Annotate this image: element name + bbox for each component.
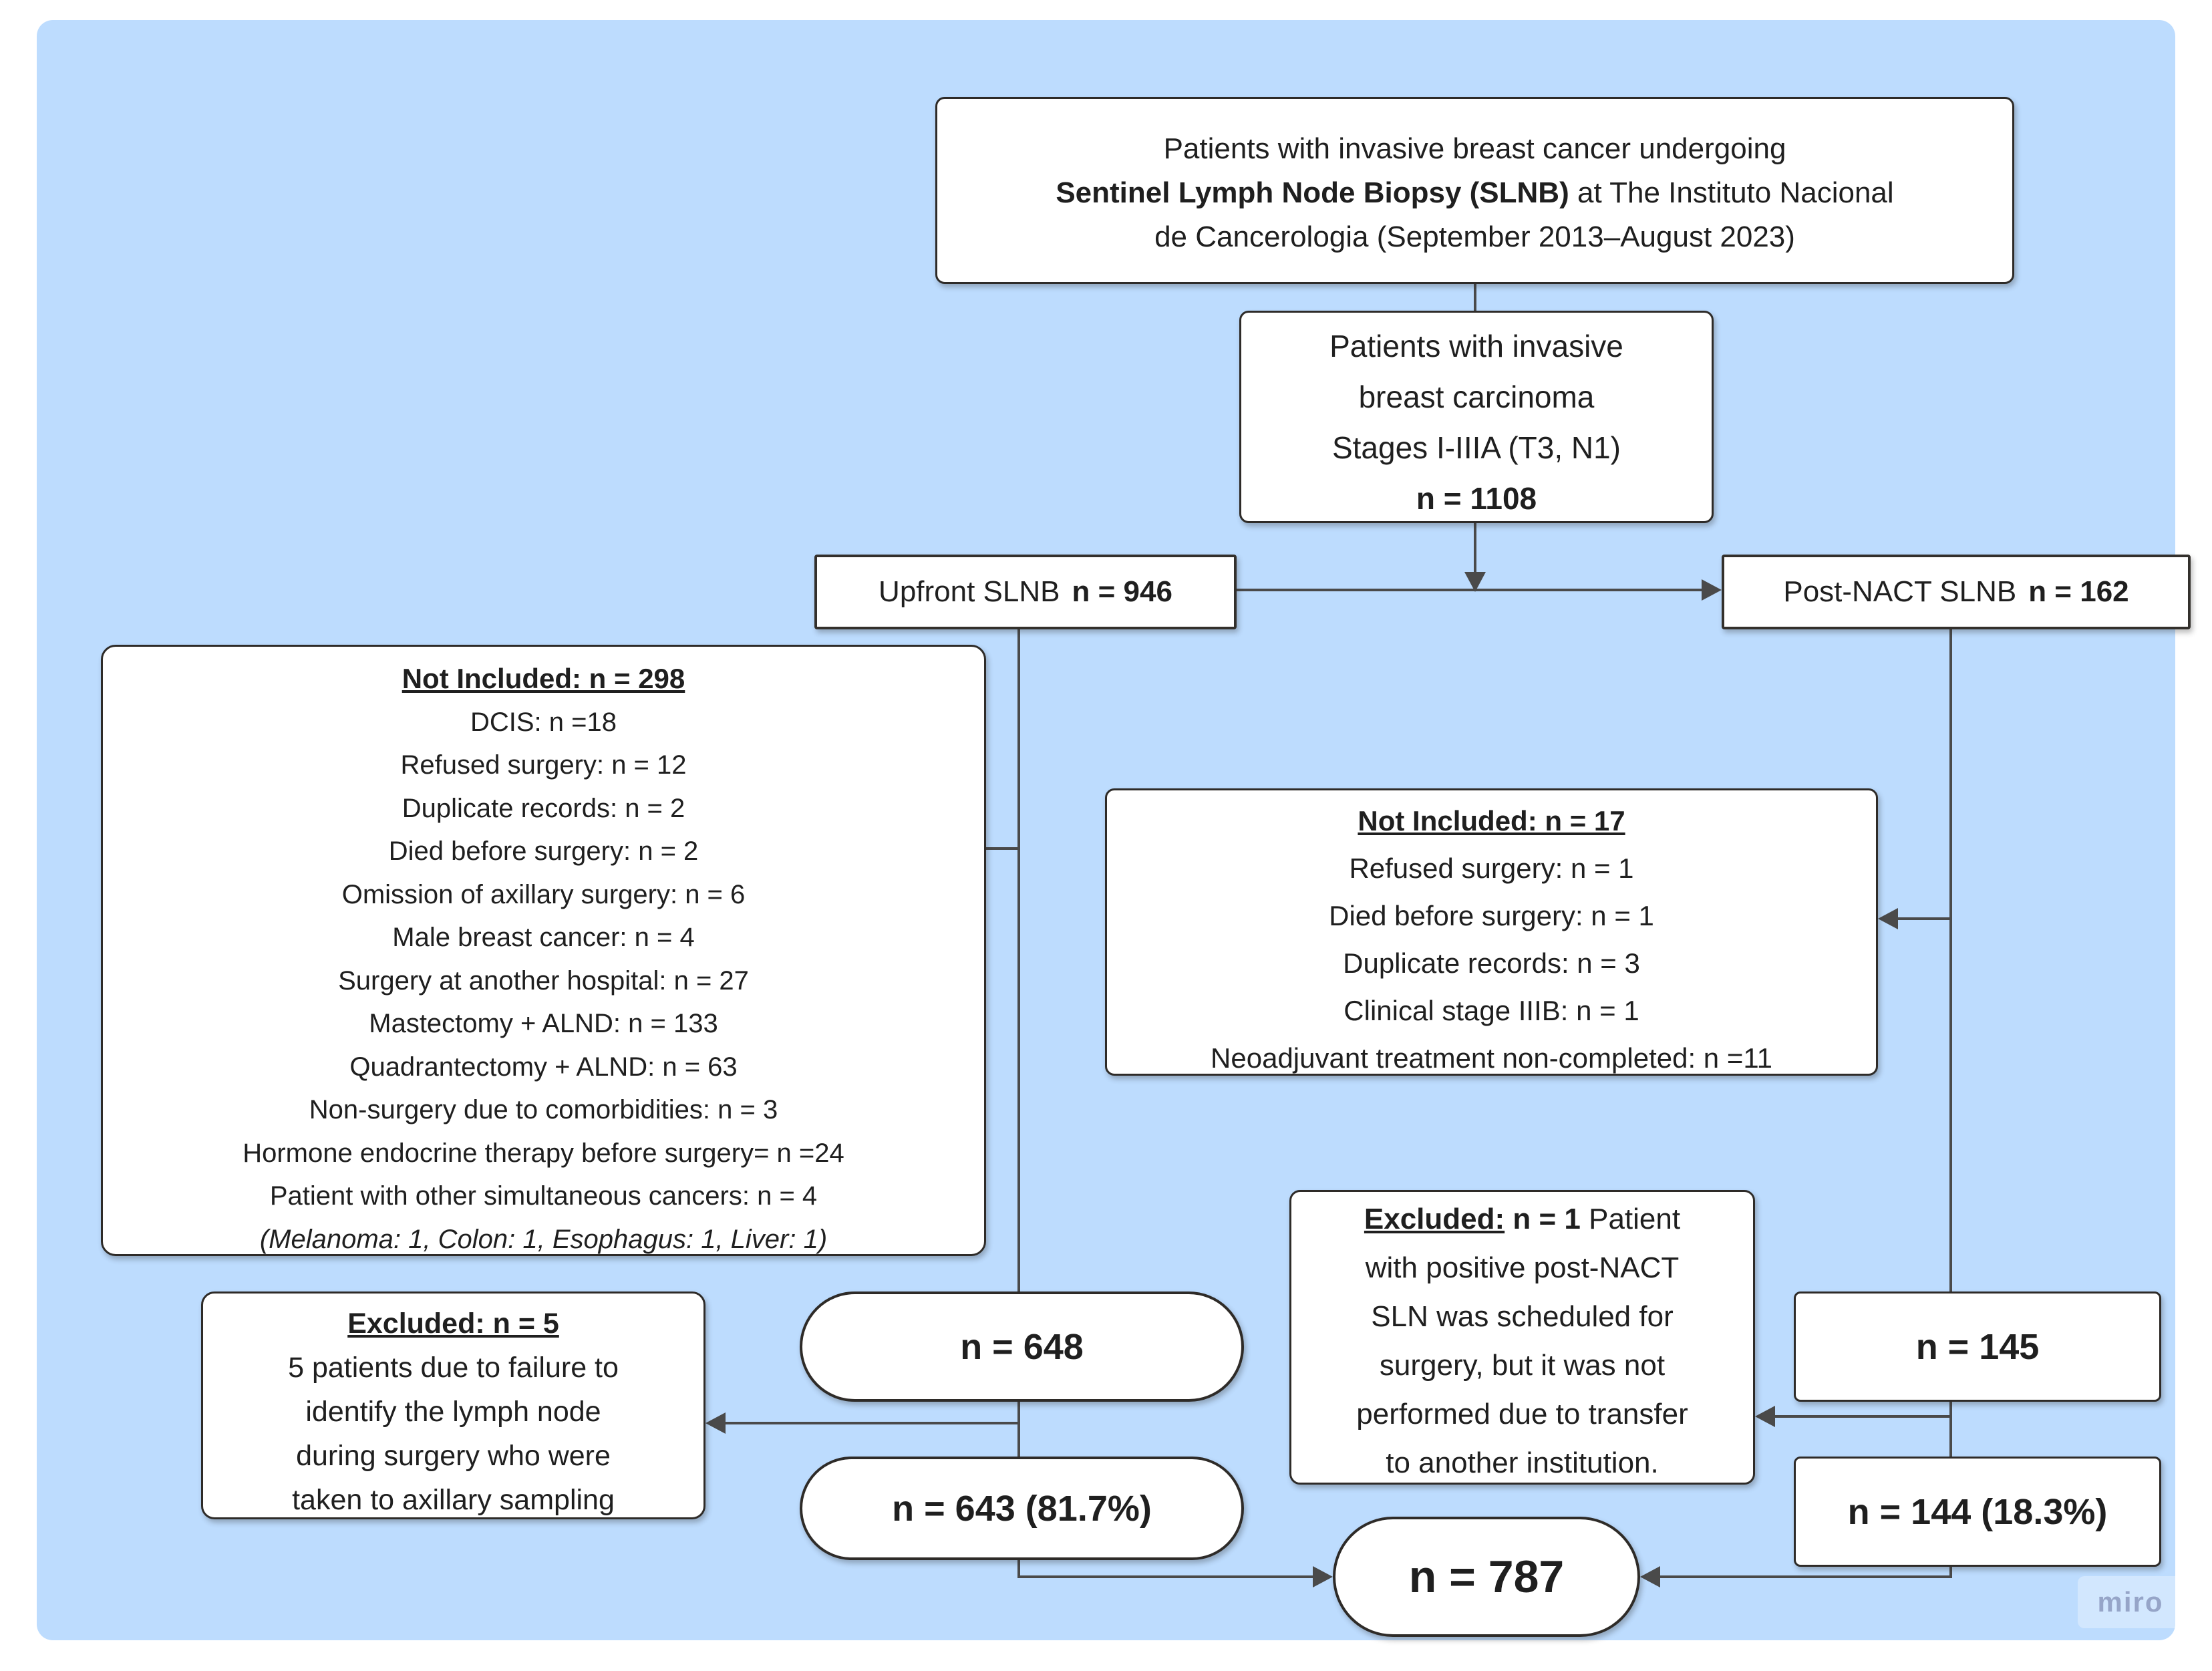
node-cohort[interactable]: Patients with invasive breast carcinoma …: [1239, 311, 1714, 523]
list-item: Clinical stage IIIB: n = 1: [1344, 995, 1639, 1026]
cohort-line2: breast carcinoma: [1358, 379, 1595, 414]
node-upfront-slnb[interactable]: Upfront SLNB n = 946: [814, 555, 1237, 629]
arrowhead-into-notincluded17-icon: [1878, 908, 1898, 929]
connector-upfront-down: [1017, 629, 1020, 1292]
connector-postnact-down: [1949, 629, 1952, 1292]
excluded-1-line: to another institution.: [1386, 1447, 1659, 1479]
population-line2-rest: at The Instituto Nacional: [1569, 176, 1894, 209]
list-item: Omission of axillary surgery: n = 6: [341, 879, 746, 909]
excluded-5-line: during surgery who were: [296, 1440, 611, 1472]
list-item: DCIS: n =18: [470, 707, 617, 737]
list-item: Refused surgery: n = 1: [1349, 853, 1634, 884]
cohort-line3: Stages I-IIIA (T3, N1): [1331, 430, 1621, 465]
arrowhead-into-postnact-icon: [1702, 579, 1722, 601]
miro-canvas: Patients with invasive breast cancer und…: [37, 20, 2191, 1640]
upfront-label: Upfront SLNB: [879, 575, 1060, 608]
node-postnact-slnb[interactable]: Post-NACT SLNB n = 162: [1722, 555, 2191, 629]
cohort-count: n = 1108: [1416, 481, 1537, 516]
connector-excluded5-branch: [722, 1422, 1019, 1424]
arrowhead-right-into-total-icon: [1640, 1566, 1660, 1587]
excluded-1-line1: Excluded: n = 1 Patient: [1364, 1203, 1681, 1235]
excluded-5-line: taken to axillary sampling: [292, 1484, 615, 1516]
connector-split-horizontal: [1237, 589, 1704, 591]
population-line1: Patients with invasive breast cancer und…: [1163, 132, 1786, 165]
connector-n643-down: [1017, 1560, 1020, 1578]
excluded-5-line: 5 patients due to failure to: [288, 1352, 619, 1384]
list-item: Neoadjuvant treatment non-completed: n =…: [1211, 1042, 1772, 1074]
population-line2: Sentinel Lymph Node Biopsy (SLNB) at The…: [937, 171, 2012, 215]
connector-excluded1-branch: [1771, 1415, 1951, 1418]
connector-right-into-total: [1657, 1575, 1951, 1578]
list-item: Died before surgery: n = 1: [1329, 900, 1654, 931]
not-included-298-header: Not Included: n = 298: [402, 663, 685, 694]
list-item: Hormone endocrine therapy before surgery…: [243, 1138, 844, 1168]
list-item: Duplicate records: n = 2: [402, 793, 685, 823]
connector-notincluded298-link: [986, 847, 1019, 850]
node-not-included-298[interactable]: Not Included: n = 298 DCIS: n =18 Refuse…: [101, 645, 986, 1256]
connector-n648-to-n643: [1017, 1402, 1020, 1457]
cohort-line1: Patients with invasive: [1329, 329, 1623, 363]
excluded-1-line: with positive post-NACT: [1365, 1251, 1680, 1284]
connector-n145-to-n144: [1949, 1402, 1952, 1457]
arrowhead-into-excluded1-icon: [1755, 1406, 1775, 1427]
postnact-label: Post-NACT SLNB: [1783, 575, 2017, 608]
not-included-298-footnote: (Melanoma: 1, Colon: 1, Esophagus: 1, Li…: [259, 1224, 828, 1254]
list-item: Duplicate records: n = 3: [1343, 947, 1640, 979]
list-item: Quadrantectomy + ALND: n = 63: [349, 1052, 738, 1082]
excluded-1-line: surgery, but it was not: [1379, 1349, 1666, 1382]
arrowhead-into-excluded5-icon: [705, 1412, 726, 1434]
connector-left-into-total: [1019, 1575, 1315, 1578]
node-excluded-5[interactable]: Excluded: n = 5 5 patients due to failur…: [201, 1292, 705, 1519]
population-line3: de Cancerologia (September 2013–August 2…: [1154, 220, 1795, 253]
list-item: Surgery at another hospital: n = 27: [338, 965, 749, 996]
node-population[interactable]: Patients with invasive breast cancer und…: [935, 97, 2014, 284]
list-item: Male breast cancer: n = 4: [392, 923, 695, 952]
count-787-label: n = 787: [1408, 1551, 1565, 1602]
connector-top-to-cohort: [1474, 284, 1476, 311]
count-144-label: n = 144 (18.3%): [1847, 1491, 2108, 1532]
node-not-included-17[interactable]: Not Included: n = 17 Refused surgery: n …: [1105, 788, 1878, 1076]
excluded-1-line: SLN was scheduled for: [1371, 1300, 1674, 1333]
node-count-145[interactable]: n = 145: [1794, 1292, 2161, 1402]
node-count-144[interactable]: n = 144 (18.3%): [1794, 1457, 2161, 1567]
miro-watermark[interactable]: miro: [2078, 1576, 2183, 1628]
list-item: Died before surgery: n = 2: [388, 837, 699, 866]
connector-n144-down: [1949, 1567, 1952, 1578]
count-648-label: n = 648: [960, 1326, 1084, 1367]
excluded-5-header: Excluded: n = 5: [347, 1308, 559, 1340]
miro-logo: miro: [2097, 1586, 2164, 1618]
postnact-count: n = 162: [2028, 575, 2129, 608]
population-line2-bold: Sentinel Lymph Node Biopsy (SLNB): [1056, 176, 1569, 209]
upfront-count: n = 946: [1072, 575, 1172, 608]
excluded-1-line: performed due to transfer: [1356, 1398, 1688, 1430]
excluded-5-line: identify the lymph node: [305, 1396, 601, 1428]
count-145-label: n = 145: [1915, 1326, 2040, 1367]
list-item: Refused surgery: n = 12: [400, 750, 687, 780]
not-included-17-header: Not Included: n = 17: [1358, 805, 1625, 837]
list-item: Non-surgery due to comorbidities: n = 3: [309, 1095, 778, 1124]
connector-notincluded17-branch: [1895, 917, 1951, 920]
list-item: Patient with other simultaneous cancers:…: [269, 1181, 818, 1211]
node-excluded-1[interactable]: Excluded: n = 1 Patient with positive po…: [1289, 1190, 1755, 1485]
count-643-label: n = 643 (81.7%): [892, 1488, 1152, 1529]
node-count-648[interactable]: n = 648: [800, 1292, 1244, 1402]
node-count-643[interactable]: n = 643 (81.7%): [800, 1457, 1244, 1560]
list-item: Mastectomy + ALND: n = 133: [369, 1009, 718, 1038]
arrowhead-left-into-total-icon: [1313, 1566, 1333, 1587]
connector-cohort-to-split: [1474, 523, 1476, 575]
node-count-total-787[interactable]: n = 787: [1333, 1517, 1640, 1637]
